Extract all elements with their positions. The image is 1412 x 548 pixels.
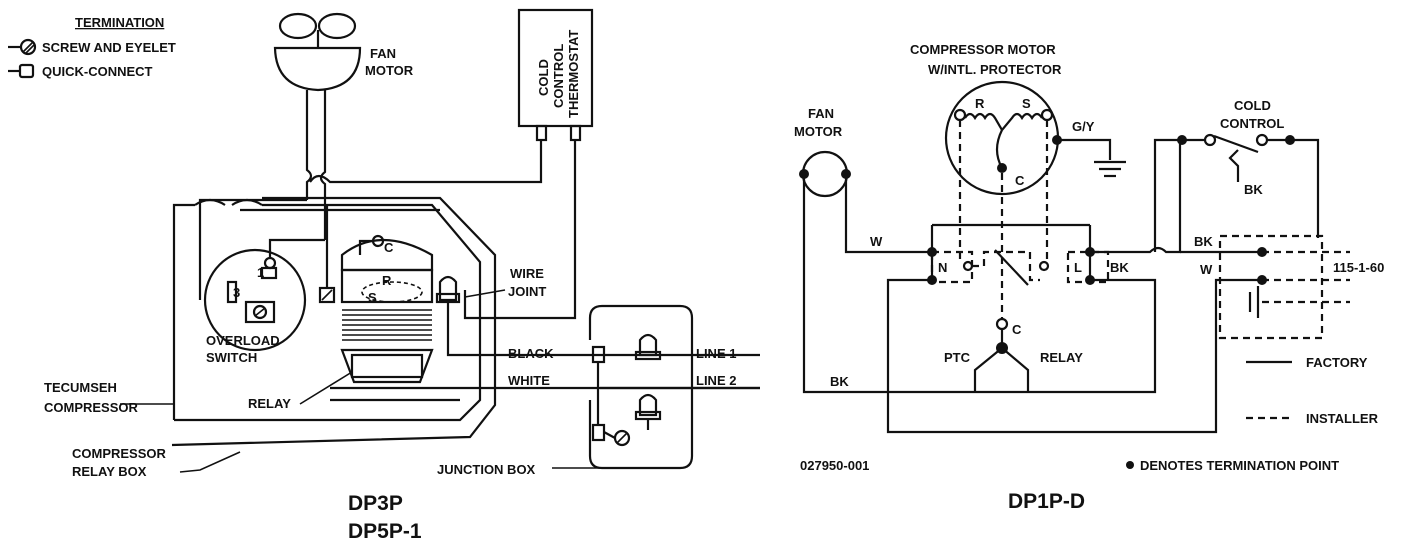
legend-screw: SCREW AND EYELET (42, 40, 176, 55)
termination-legend: TERMINATION SCREW AND EYELET QUICK-CONNE… (8, 15, 176, 79)
left-model-2: DP5P-1 (348, 520, 422, 543)
w-label-left: W (870, 234, 883, 249)
thermostat-label-2: CONTROL (551, 44, 566, 108)
legend-title: TERMINATION (75, 15, 164, 30)
fan-motor-icon (273, 12, 362, 92)
ptc-relay (886, 223, 1110, 392)
motor-terminal-s: S (1022, 96, 1031, 111)
bk-label-control: BK (1244, 182, 1263, 197)
left-model-1: DP3P (348, 492, 403, 515)
compressor-motor-label-2: W/INTL. PROTECTOR (928, 62, 1062, 77)
overload-label-2: SWITCH (206, 350, 257, 365)
ground-icon (1094, 160, 1126, 178)
w-label-supply: W (1200, 262, 1213, 277)
junction-box-label: JUNCTION BOX (437, 462, 536, 477)
termination-note: DENOTES TERMINATION POINT (1140, 458, 1339, 473)
junction-box (588, 304, 694, 470)
terminal-c: C (384, 240, 394, 255)
overload-label-1: OVERLOAD (206, 333, 280, 348)
left-diagram: FAN MOTOR COLD CONTROL THERMOSTAT (44, 8, 760, 543)
relay-box-label-1: COMPRESSOR (72, 446, 167, 461)
compressor-motor (944, 80, 1062, 196)
cold-control-label-1: COLD (1234, 98, 1271, 113)
terminal-s: S (368, 290, 377, 305)
compressor-body (318, 205, 434, 384)
part-number: 027950-001 (800, 458, 869, 473)
terminal-1: 1 (257, 265, 264, 280)
compressor-label-1: TECUMSEH (44, 380, 117, 395)
wire-joint-label-2: JOINT (508, 284, 546, 299)
compressor-motor-label-1: COMPRESSOR MOTOR (910, 42, 1056, 57)
right-fan-label-2: MOTOR (794, 124, 843, 139)
black-label: BLACK (508, 346, 554, 361)
fan-motor-label-2: MOTOR (365, 63, 414, 78)
relay-c: C (1012, 322, 1022, 337)
ground-label: G/Y (1072, 119, 1095, 134)
relay-l: L (1074, 260, 1082, 275)
right-diagram: COMPRESSOR MOTOR W/INTL. PROTECTOR R S C… (794, 42, 1384, 513)
white-label: WHITE (508, 373, 550, 388)
bk-label-relay: BK (1110, 260, 1129, 275)
cold-control-label-2: CONTROL (1220, 116, 1284, 131)
thermostat-box (517, 8, 594, 128)
supply-box (1218, 234, 1350, 340)
right-fan-label-1: FAN (808, 106, 834, 121)
terminal-3: 3 (233, 285, 240, 300)
cold-control-switch (1153, 133, 1320, 252)
screw-eyelet-icon (19, 38, 37, 56)
legend-quick: QUICK-CONNECT (42, 64, 153, 79)
line2-label: LINE 2 (696, 373, 736, 388)
terminal-r: R (382, 273, 392, 288)
factory-label: FACTORY (1306, 355, 1368, 370)
installer-label: INSTALLER (1306, 411, 1379, 426)
relay-box-label-2: RELAY BOX (72, 464, 147, 479)
relay-label: RELAY (248, 396, 291, 411)
right-fan-motor (799, 150, 851, 198)
bk-label-left: BK (830, 374, 849, 389)
thermostat-label-1: COLD (536, 59, 551, 96)
wire-joint-label-1: WIRE (510, 266, 544, 281)
fan-motor-label-1: FAN (370, 46, 396, 61)
supply-label: 115-1-60 (1333, 260, 1384, 275)
motor-terminal-c: C (1015, 173, 1025, 188)
wire-joint (435, 275, 600, 357)
overload-switch (203, 238, 325, 352)
thermostat-label-3: THERMOSTAT (566, 30, 581, 118)
ptc-label: PTC (944, 350, 971, 365)
quick-connect-icon (18, 63, 35, 79)
relay-n: N (938, 260, 947, 275)
compressor-label-2: COMPRESSOR (44, 400, 139, 415)
bk-label-supply: BK (1194, 234, 1213, 249)
line1-label: LINE 1 (696, 346, 736, 361)
relay-label-right: RELAY (1040, 350, 1083, 365)
motor-terminal-r: R (975, 96, 985, 111)
right-model: DP1P-D (1008, 490, 1085, 513)
